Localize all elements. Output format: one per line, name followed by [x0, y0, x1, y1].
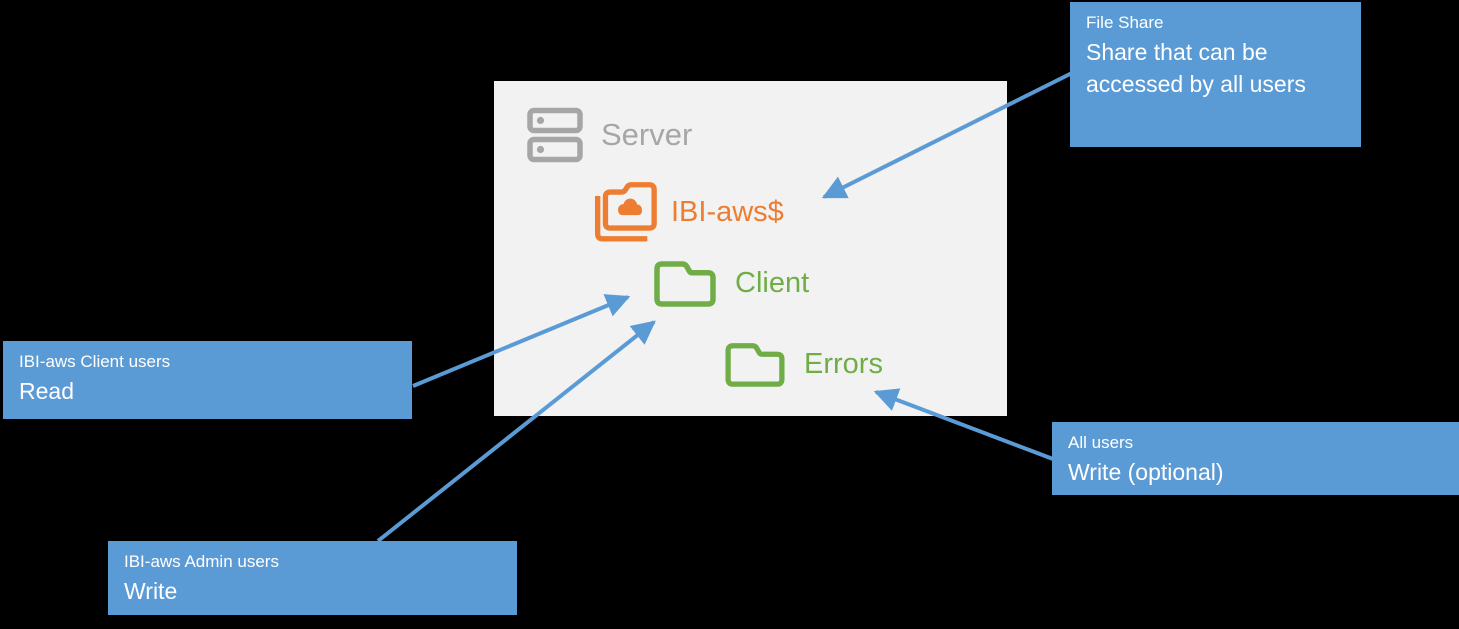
callout-body: Share that can be accessed by all users — [1086, 38, 1306, 98]
server-icon — [527, 107, 583, 163]
share-folder-label: IBI-aws$ — [671, 196, 784, 228]
share-folder-row: IBI-aws$ — [585, 180, 784, 245]
callout-body: Read — [19, 377, 74, 404]
shared-folder-icon — [594, 182, 657, 242]
cloud-glyph — [618, 198, 643, 216]
callout-title: All users — [1068, 433, 1134, 452]
callout-title: File Share — [1086, 13, 1164, 32]
callout-title: IBI-aws Admin users — [124, 552, 279, 571]
server-panel: Server IBI-aws$ Client — [494, 81, 1007, 416]
client-folder-label: Client — [735, 266, 810, 299]
errors-folder-row: Errors — [723, 340, 883, 388]
callout-admin-users: IBI-aws Admin users Write — [108, 541, 517, 615]
server-label: Server — [601, 117, 693, 152]
server-row: Server — [527, 107, 692, 163]
errors-folder-label: Errors — [804, 347, 883, 380]
callout-title: IBI-aws Client users — [19, 352, 171, 371]
client-folder-row: Client — [652, 258, 809, 308]
callout-file-share: File Share Share that can be accessed by… — [1070, 2, 1361, 147]
callout-client-users: IBI-aws Client users Read — [3, 341, 412, 419]
callout-all-users: All users Write (optional) — [1052, 422, 1459, 495]
folder-icon — [654, 261, 716, 307]
callout-body: Write (optional) — [1068, 458, 1224, 485]
callout-body: Write — [124, 577, 178, 604]
folder-icon — [725, 343, 785, 387]
